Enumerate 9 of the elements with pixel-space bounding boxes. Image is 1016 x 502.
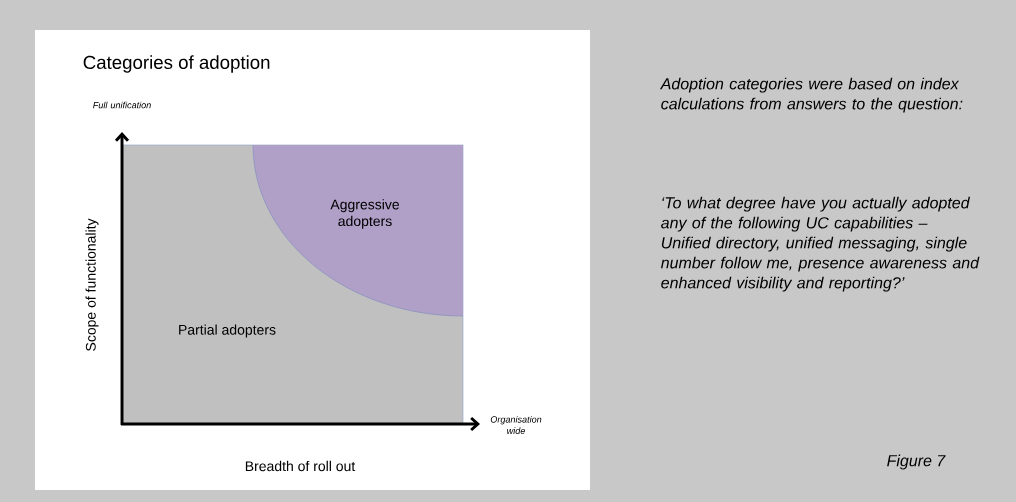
quarter-circle-region: Aggressive adopters	[252, 144, 464, 317]
title: Categories of adoption	[83, 55, 270, 73]
axis-label: Scope of functionality	[85, 218, 99, 351]
axis-label: Breadth of roll out	[245, 460, 356, 472]
axis-end-label: Organisation wide	[490, 416, 542, 434]
axis-end-label: Full unification	[93, 101, 151, 109]
paragraph: Adoption categories were based on index calculations from answers to the question:	[659, 77, 963, 113]
paragraph: ‘To what degree have you actually adopted any of the following UC capabilities – Unified directory, unified messaging, single number follow me, presence awareness and enhanced visibility and reporting?’	[661, 196, 980, 292]
caption: Figure 7	[887, 454, 946, 470]
